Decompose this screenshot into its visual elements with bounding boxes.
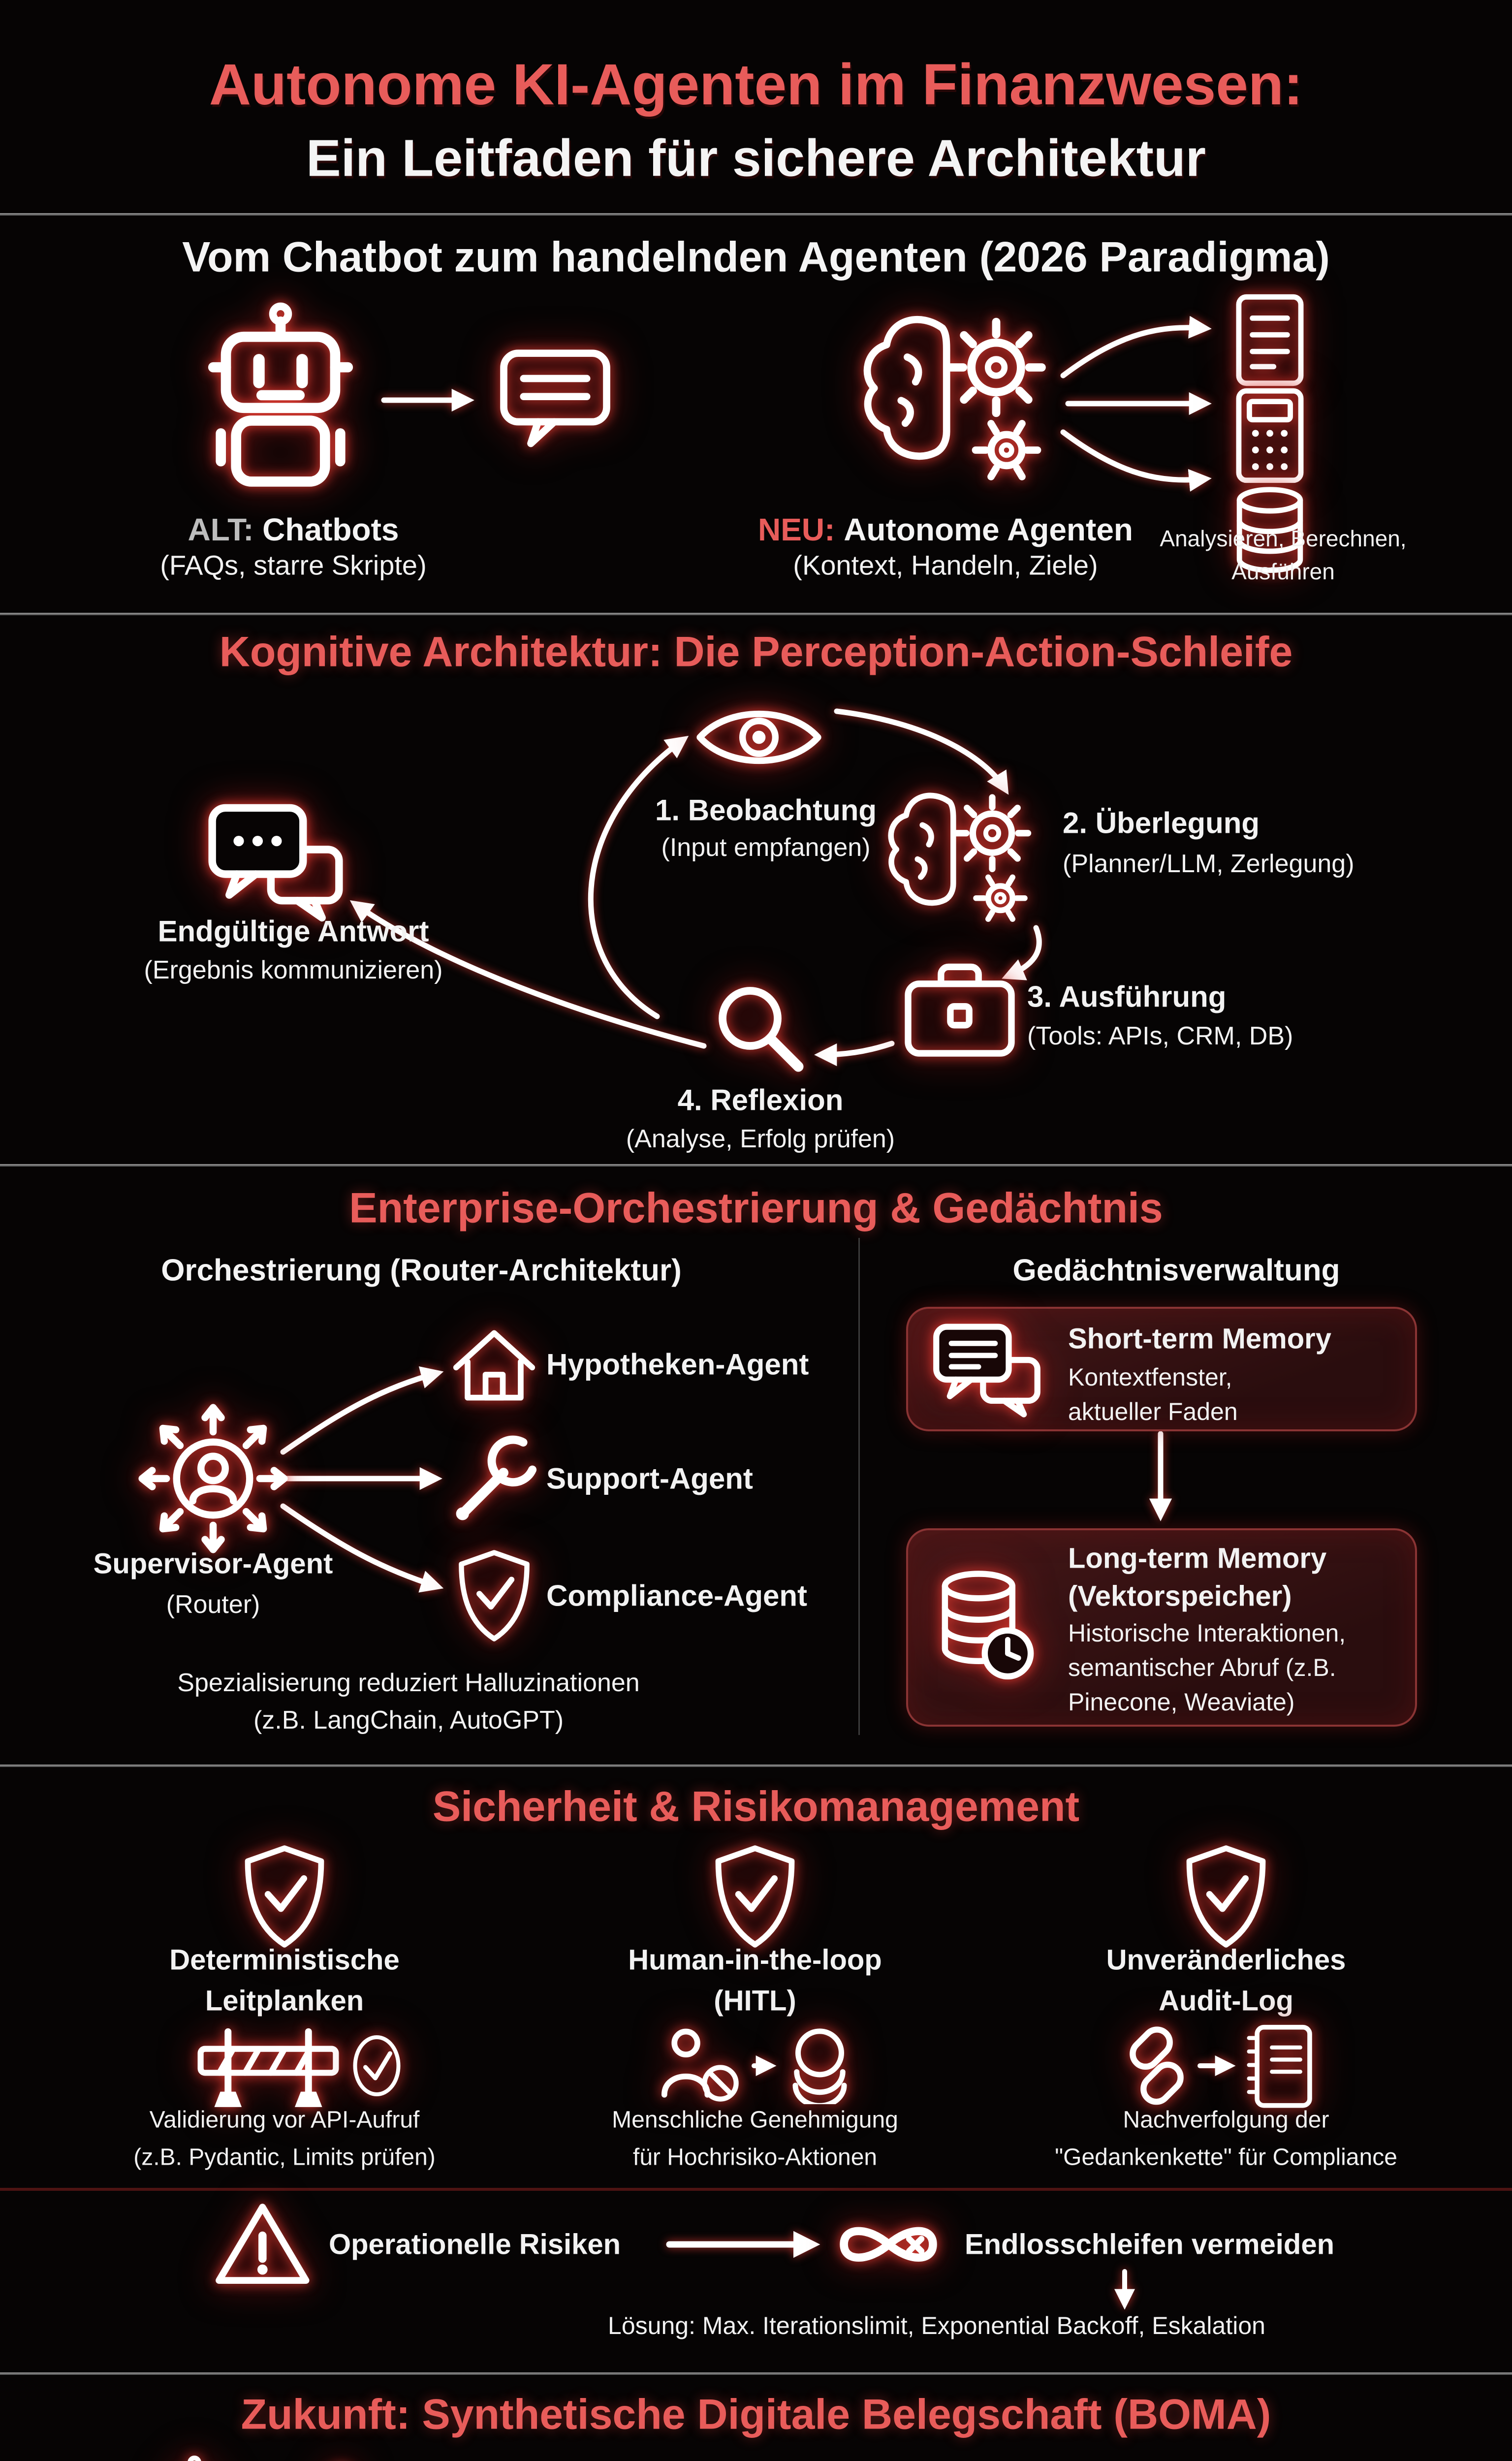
wrench-icon [449, 1433, 540, 1524]
orchestration-right-header: Gedächtnisverwaltung [1012, 1253, 1340, 1288]
old-paradigm-sub: (FAQs, starre Skripte) [160, 549, 427, 581]
risk-divider [0, 2188, 1512, 2191]
section-divider [0, 2372, 1512, 2375]
new-label-title: Autonome Agenten [844, 512, 1134, 547]
section-security-header: Sicherheit & Risikomanagement [432, 1783, 1080, 1830]
security-col1-body-line2: (z.B. Pydantic, Limits prüfen) [133, 2144, 436, 2171]
security-col3-title-line2: Audit-Log [1159, 1985, 1293, 2017]
page-subtitle: Ein Leitfaden für sichere Architektur [306, 129, 1206, 188]
section-paradigm: Vom Chatbot zum handelnden Agenten (2026… [0, 213, 1512, 613]
section-orchestration: Enterprise-Orchestrierung & Gedächtnis O… [0, 1164, 1512, 1765]
title-block: Autonome KI-Agenten im Finanzwesen: Ein … [0, 0, 1512, 213]
loop-step2-title: 2. Überlegung [1063, 806, 1260, 840]
section-divider [0, 213, 1512, 216]
long-term-line3: Pinecone, Weaviate) [1068, 1688, 1295, 1716]
loop-final-title: Endgültige Antwort [158, 915, 429, 948]
security-col2-title-line2: (HITL) [714, 1985, 796, 2017]
eye-icon [690, 698, 828, 777]
long-term-title-line2: (Vektorspeicher) [1068, 1580, 1292, 1612]
security-col3-body-line1: Nachverfolgung der [1123, 2107, 1329, 2133]
brain-gears-icon [851, 305, 1058, 502]
short-term-line2: aktueller Faden [1068, 1398, 1238, 1425]
solution-line: Lösung: Max. Iterationslimit, Exponentia… [608, 2312, 1265, 2339]
supervisor-router-icon [132, 1397, 294, 1560]
loop-step1-title: 1. Beobachtung [655, 793, 877, 827]
supervisor-sublabel: (Router) [166, 1590, 260, 1619]
agent-label-hypotheken: Hypotheken-Agent [546, 1348, 809, 1381]
section-security: Sicherheit & Risikomanagement Determinis… [0, 1765, 1512, 2372]
long-term-line2: semantischer Abruf (z.B. [1068, 1654, 1336, 1681]
long-term-memory-panel [906, 1528, 1417, 1727]
calculator-icon [1228, 386, 1312, 485]
section-future-header: Zukunft: Synthetische Digitale Belegscha… [241, 2391, 1271, 2438]
loop-final-sub: (Ergebnis kommunizieren) [144, 956, 443, 984]
outputs-caption-line2: Ausführen [1231, 559, 1335, 584]
old-paradigm-label: ALT: Chatbots [188, 511, 399, 548]
loop-step4-sub: (Analyse, Erfolg prüfen) [626, 1125, 895, 1153]
loop-step3-title: 3. Ausführung [1027, 980, 1227, 1013]
section-divider [0, 613, 1512, 615]
orchestration-left-header: Orchestrierung (Router-Architektur) [161, 1253, 682, 1288]
document-icon [1228, 291, 1312, 389]
security-col3-title-line1: Unveränderliches [1106, 1944, 1346, 1976]
security-col1-body-line1: Validierung vor API-Aufruf [149, 2107, 420, 2133]
section-future: Zukunft: Synthetische Digitale Belegscha… [0, 2372, 1512, 2461]
security-col1-title-line2: Leitplanken [205, 1985, 364, 2017]
infinity-x-icon [822, 2209, 955, 2280]
security-col3-body-line2: "Gedankenkette" für Compliance [1055, 2144, 1397, 2171]
section-divider [0, 1164, 1512, 1167]
page-title: Autonome KI-Agenten im Finanzwesen: [209, 52, 1303, 117]
section-paradigm-header: Vom Chatbot zum handelnden Agenten (2026… [182, 233, 1330, 281]
robot-icon [197, 301, 364, 498]
loop-step1-sub: (Input empfangen) [661, 833, 871, 862]
orchestration-note-line1: Spezialisierung reduziert Halluzinatione… [177, 1669, 640, 1697]
long-term-title-line1: Long-term Memory [1068, 1542, 1327, 1575]
loop-step2-sub: (Planner/LLM, Zerlegung) [1063, 850, 1354, 878]
long-term-line1: Historische Interaktionen, [1068, 1619, 1346, 1647]
agent-label-compliance: Compliance-Agent [546, 1579, 808, 1612]
supervisor-label: Supervisor-Agent [93, 1547, 333, 1580]
security-col2-title-line1: Human-in-the-loop [628, 1944, 882, 1976]
long-term-database-clock-icon [933, 1565, 1036, 1686]
house-icon [447, 1322, 541, 1408]
security-col1-title-line1: Deterministische [169, 1944, 400, 1976]
old-label-title: Chatbots [262, 512, 399, 547]
speech-bubble-icon [496, 346, 614, 454]
brain-gear-icon [879, 784, 1041, 939]
paradigm-arrows [381, 316, 1212, 492]
column-divider [858, 1238, 860, 1735]
shield-check-icon [452, 1547, 536, 1644]
section-loop-header: Kognitive Architektur: Die Perception-Ac… [219, 628, 1293, 676]
loop-arrows [349, 708, 1042, 1067]
short-term-chat-icon [930, 1321, 1043, 1419]
loop-step3-sub: (Tools: APIs, CRM, DB) [1027, 1022, 1293, 1050]
old-label-prefix: ALT: [188, 512, 254, 547]
agent-label-support: Support-Agent [546, 1462, 753, 1495]
briefcase-icon [898, 961, 1021, 1065]
security-col2-body-line1: Menschliche Genehmigung [612, 2107, 898, 2133]
magnifier-icon [709, 977, 812, 1080]
loop-step4-title: 4. Reflexion [677, 1083, 844, 1117]
security-col2-body-line2: für Hochrisiko-Aktionen [632, 2144, 878, 2171]
new-paradigm-sub: (Kontext, Handeln, Ziele) [793, 549, 1098, 581]
warning-triangle-icon [214, 2200, 312, 2289]
short-term-line1: Kontextfenster, [1068, 1363, 1232, 1391]
section-loop: Kognitive Architektur: Die Perception-Ac… [0, 613, 1512, 1164]
loop-avoid-label: Endlosschleifen vermeiden [965, 2228, 1335, 2261]
future-arrows [0, 2372, 1512, 2461]
new-paradigm-label: NEU: Autonome Agenten [758, 511, 1133, 548]
chat-bubbles-icon [204, 800, 347, 923]
short-term-title: Short-term Memory [1068, 1323, 1331, 1355]
section-orchestration-header: Enterprise-Orchestrierung & Gedächtnis [349, 1184, 1163, 1232]
security-arrows [666, 2055, 1236, 2310]
risk-label: Operationelle Risiken [329, 2228, 621, 2261]
new-label-prefix: NEU: [757, 512, 835, 547]
section-divider [0, 1765, 1512, 1767]
outputs-caption-line1: Analysieren, Berechnen, [1160, 526, 1407, 551]
orchestration-note-line2: (z.B. LangChain, AutoGPT) [253, 1706, 564, 1735]
orchestration-arrows [280, 1366, 1172, 1593]
